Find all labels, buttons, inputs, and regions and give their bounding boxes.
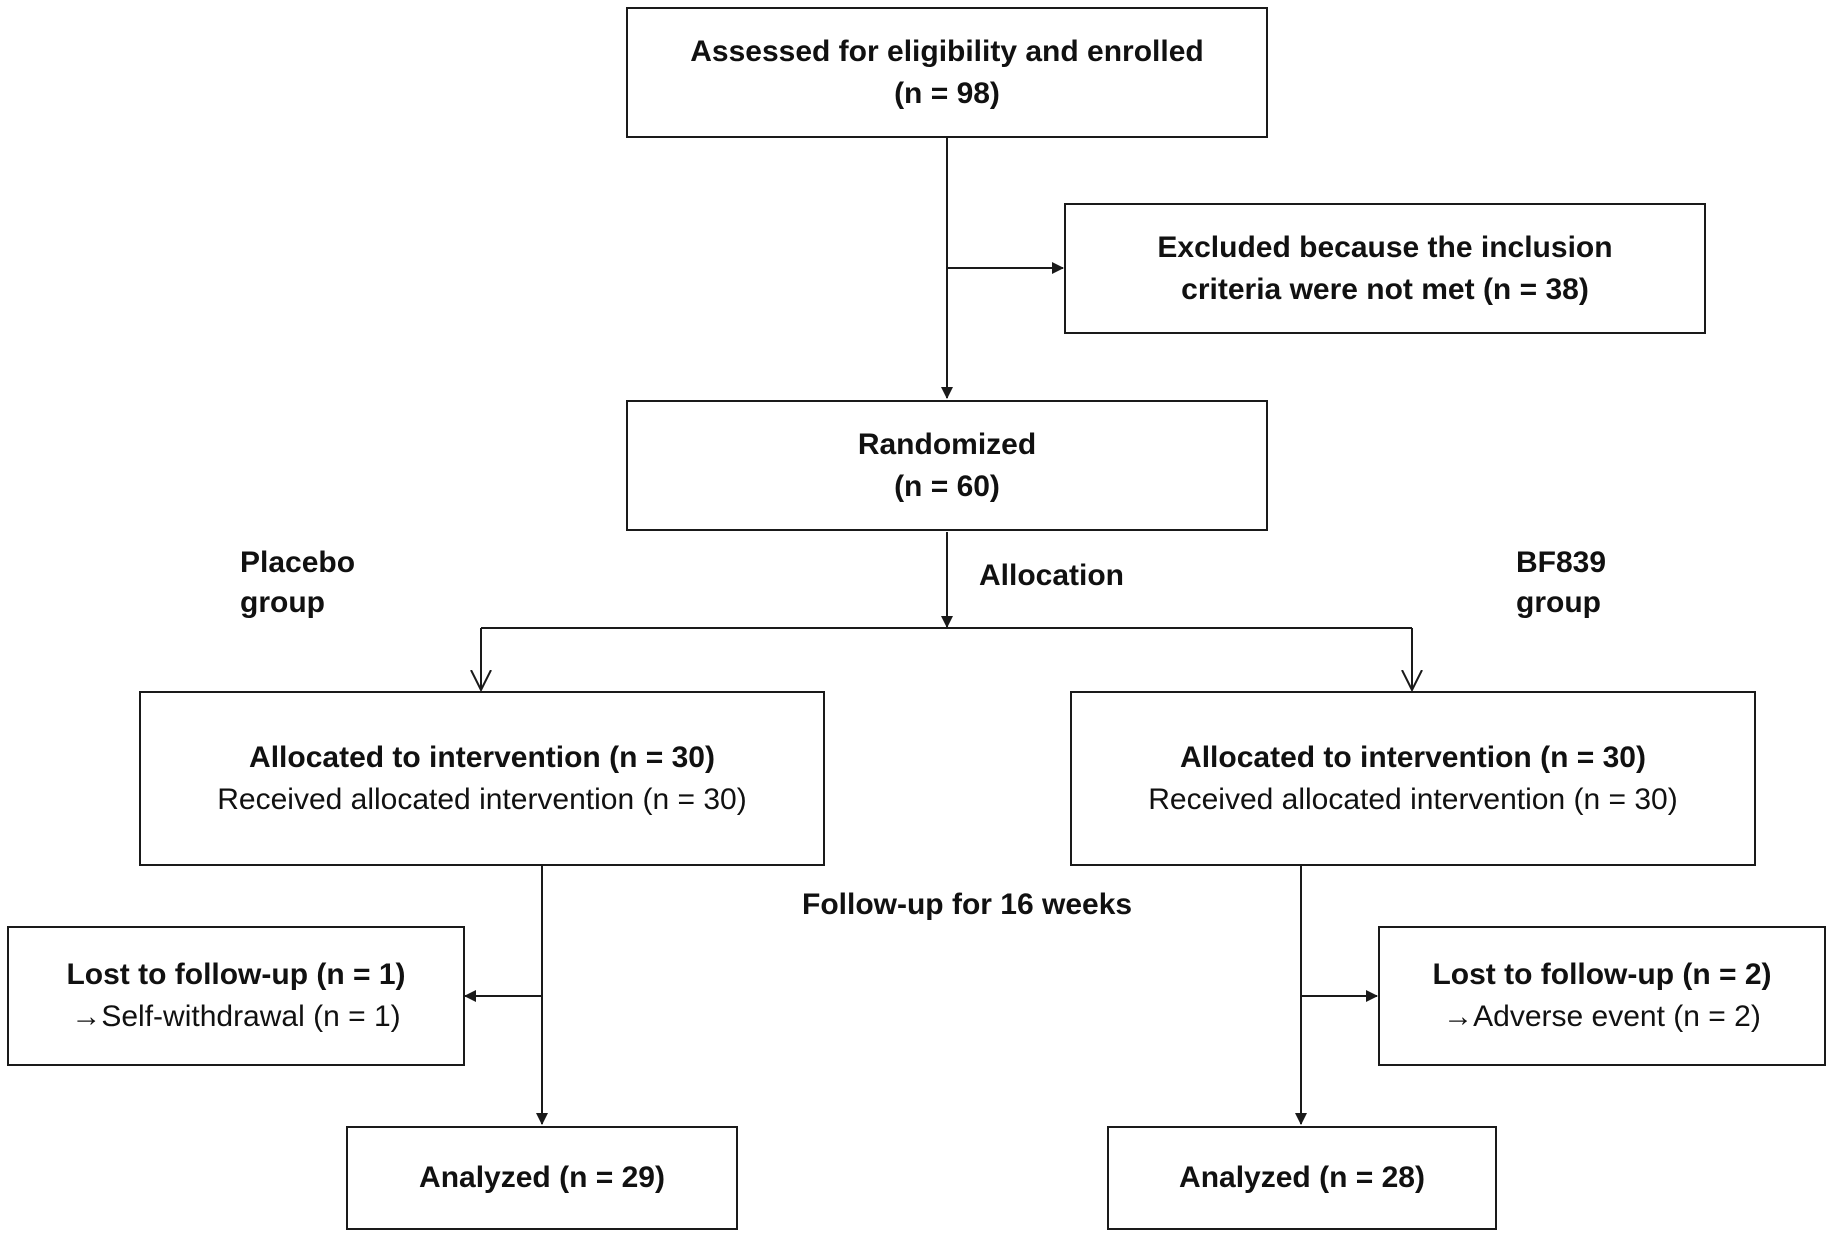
bf839-allocated-line2: Received allocated intervention (n = 30) (1148, 782, 1678, 816)
excluded-box: Excluded because the inclusion criteria … (1064, 203, 1706, 334)
bf839-allocated-line1: Allocated to intervention (n = 30) (1180, 740, 1646, 774)
bf839-analyzed-box: Analyzed (n = 28) (1107, 1126, 1497, 1230)
placebo-lost-box: Lost to follow-up (n = 1) →Self-withdraw… (7, 926, 465, 1066)
placebo-analyzed-box: Analyzed (n = 29) (346, 1126, 738, 1230)
placebo-lost-line1: Lost to follow-up (n = 1) (66, 958, 406, 991)
placebo-analyzed-text: Analyzed (n = 29) (419, 1161, 665, 1194)
bf839-analyzed-text: Analyzed (n = 28) (1179, 1161, 1425, 1194)
bf839-allocated-box: Allocated to intervention (n = 30) Recei… (1070, 691, 1756, 866)
bf839-lost-line2: →Adverse event (n = 2) (1443, 1000, 1761, 1033)
bf839-lost-box: Lost to follow-up (n = 2) →Adverse event… (1378, 926, 1826, 1066)
bf839-lost-line1: Lost to follow-up (n = 2) (1432, 958, 1772, 991)
enrolled-box: Assessed for eligibility and enrolled (n… (626, 7, 1268, 138)
placebo-group-label: Placebo group (240, 543, 355, 623)
allocation-label: Allocation (979, 559, 1125, 592)
enrolled-count: (n = 98) (894, 76, 1000, 110)
excluded-line2: criteria were not met (n = 38) (1181, 272, 1589, 306)
bf839-group-label: BF839 group (1516, 543, 1606, 623)
placebo-lost-line2: →Self-withdrawal (n = 1) (71, 1000, 401, 1033)
placebo-group-line2: group (240, 586, 325, 619)
bf839-group-line2: group (1516, 586, 1601, 619)
randomized-title: Randomized (857, 427, 1037, 461)
followup-label: Follow-up for 16 weeks (802, 888, 1133, 921)
bf839-group-line1: BF839 (1516, 546, 1607, 579)
placebo-allocated-line1: Allocated to intervention (n = 30) (249, 740, 715, 774)
placebo-group-line1: Placebo (240, 546, 356, 579)
enrolled-title: Assessed for eligibility and enrolled (690, 34, 1204, 68)
randomized-count: (n = 60) (894, 469, 1000, 503)
excluded-line1: Excluded because the inclusion (1157, 230, 1613, 264)
randomized-box: Randomized (n = 60) (626, 400, 1268, 531)
placebo-allocated-box: Allocated to intervention (n = 30) Recei… (139, 691, 825, 866)
placebo-allocated-line2: Received allocated intervention (n = 30) (217, 782, 747, 816)
